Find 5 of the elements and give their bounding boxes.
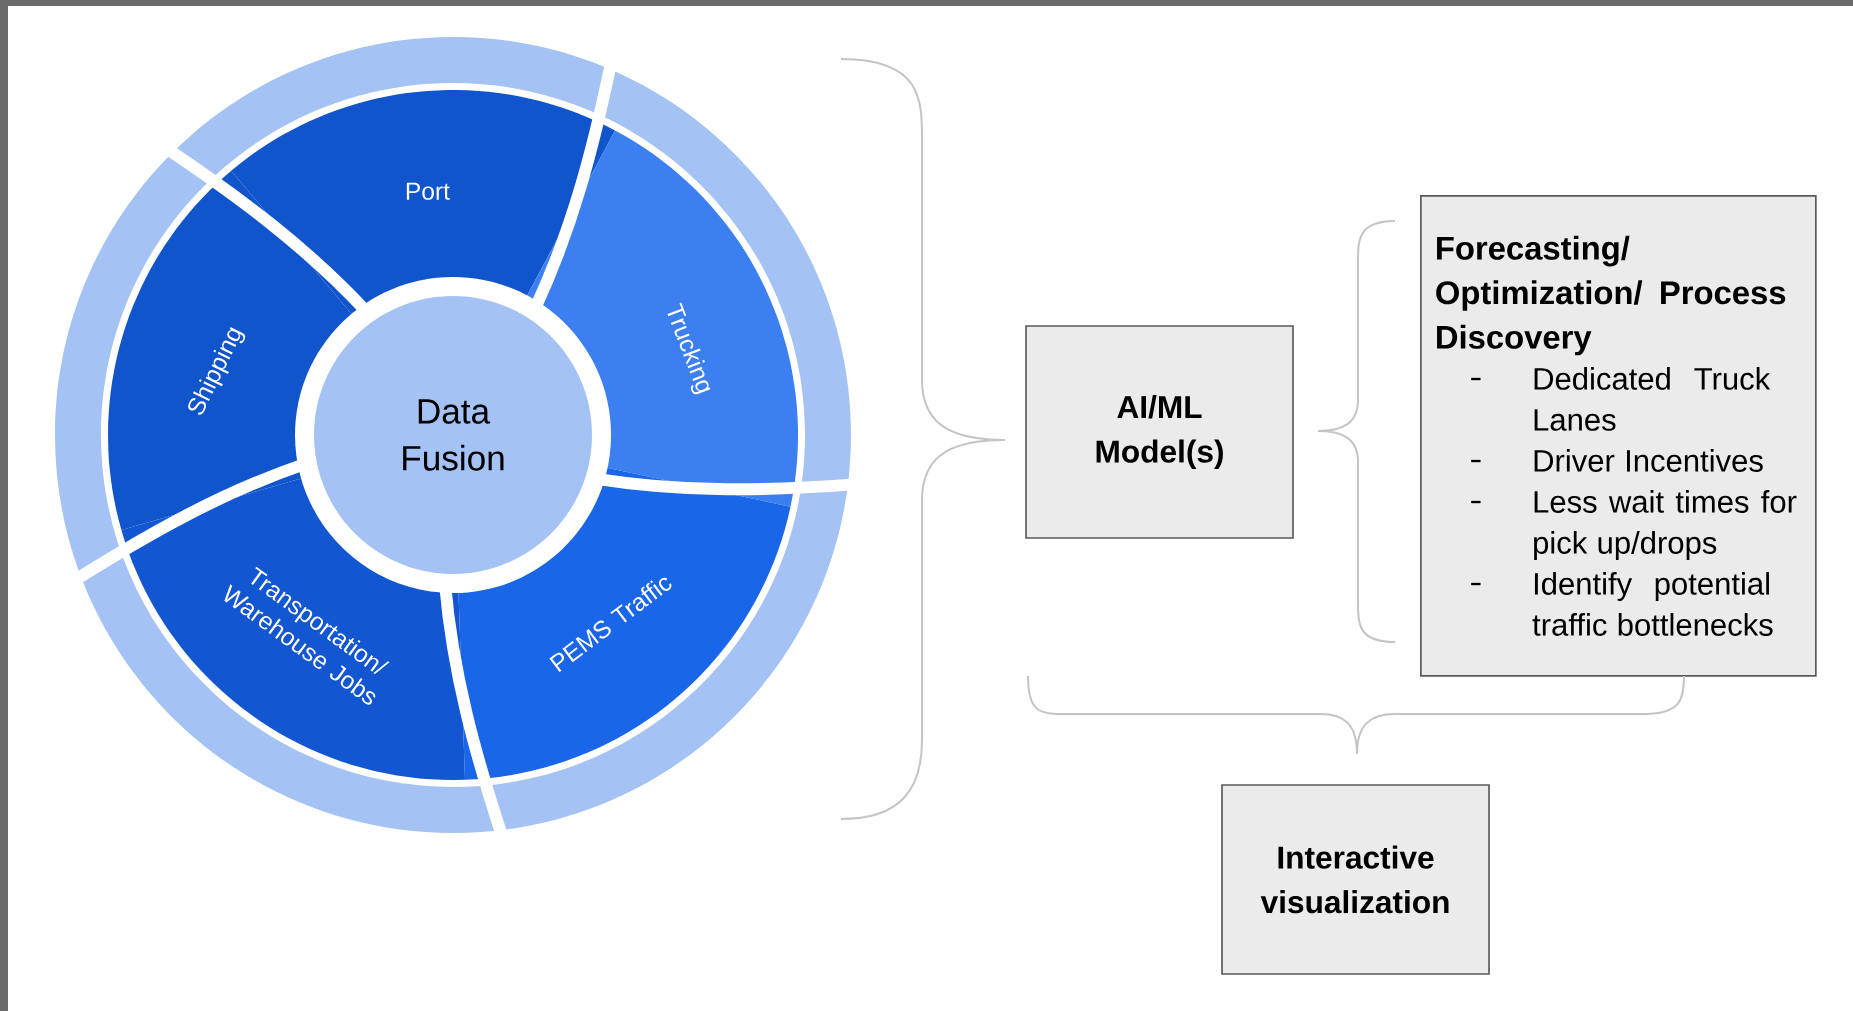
node-label: Port <box>406 182 450 200</box>
process-box: AI/ML Model(s) <box>1025 325 1294 539</box>
ring-segment: Port <box>231 90 615 321</box>
process-box: Interactive visualization <box>1221 784 1490 975</box>
text-box: Forecasting/ Optimization/ Process Discovery Dedicated Truck Lanes Driver Incentives Less wait times for pick up/drops Identify potential traffic bottlenecks <box>1420 195 1817 677</box>
